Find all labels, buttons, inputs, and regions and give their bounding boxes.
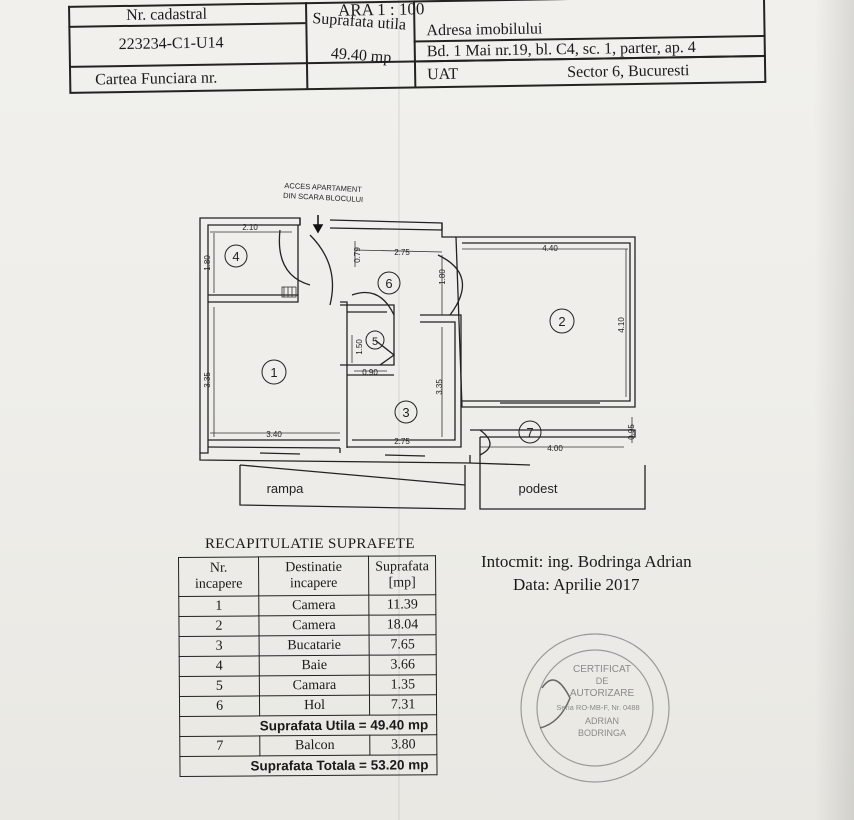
row-nr: 3 xyxy=(179,635,260,657)
row-area: 18.04 xyxy=(368,614,437,636)
room-number-7: 7 xyxy=(526,425,533,440)
col3-line2: [mp] xyxy=(388,575,416,591)
dimension-d275a: 2.75 xyxy=(394,248,410,257)
room-number-4: 4 xyxy=(232,249,239,264)
col1-line1: Nr. xyxy=(209,560,228,576)
totala-total: Suprafata Totala = 53.20 mp xyxy=(179,754,438,777)
col2-line2: incapere xyxy=(289,575,338,592)
row-dest: Camera xyxy=(258,595,369,616)
page-fold xyxy=(398,0,400,820)
dimension-d150: 1.50 xyxy=(355,339,364,355)
row-dest: Bucatarie xyxy=(259,635,370,656)
row-nr: 6 xyxy=(179,695,260,717)
nr-cadastral-label: Nr. cadastral xyxy=(126,5,208,24)
row-nr: 4 xyxy=(179,655,260,677)
row-area: 7.31 xyxy=(369,694,437,716)
nr-cadastral-value: 223234-C1-U14 xyxy=(118,34,224,54)
utila-total: Suprafata Utila = 49.40 mp xyxy=(179,714,437,737)
row-dest: Camara xyxy=(259,675,370,696)
dimension-d180a: 1.80 xyxy=(203,255,212,271)
recap-title: RECAPITULATIE SUPRAFETE xyxy=(205,536,415,552)
author-name: Intocmit: ing. Bodringa Adrian xyxy=(481,552,692,571)
col2-line1: Destinatie xyxy=(285,559,343,576)
podest-label: podest xyxy=(518,481,557,496)
uat-label: UAT xyxy=(427,65,459,84)
dimension-d440: 4.40 xyxy=(542,244,558,253)
totala-total-row: Suprafata Totala = 53.20 mp xyxy=(179,754,438,777)
adresa-label: Adresa imobilului xyxy=(426,20,543,40)
room-number-3: 3 xyxy=(402,405,409,420)
dimension-d410: 4.10 xyxy=(617,317,626,333)
row-area: 11.39 xyxy=(368,594,436,616)
stamp-l4: Seria RO-MB-F, Nr. 0488 xyxy=(556,703,639,712)
dimension-d079: 0.79 xyxy=(353,247,362,263)
authorization-stamp: CERTIFICAT DE AUTORIZARE Seria RO-MB-F, … xyxy=(520,633,670,783)
row-dest: Balcon xyxy=(259,735,370,756)
room-number-5: 5 xyxy=(372,336,378,348)
stamp-l3: AUTORIZARE xyxy=(570,688,635,699)
stamp-l5: ADRIAN xyxy=(585,716,619,726)
room-number-2: 2 xyxy=(558,314,565,329)
col1-line2: incapere xyxy=(194,576,243,592)
access-label-line1: ACCES APARTAMENT xyxy=(284,181,362,194)
dimension-d090: 0.90 xyxy=(362,368,378,377)
suprafata-utila-label: Suprafata utila xyxy=(311,9,407,34)
access-label-line2: DIN SCARA BLOCULUI xyxy=(283,191,363,204)
dimension-d095: 0.95 xyxy=(627,424,636,440)
row-dest: Camera xyxy=(258,615,370,636)
dimension-d340: 3.40 xyxy=(266,430,282,439)
stamp-l6: BODRINGA xyxy=(578,728,626,738)
row-dest: Hol xyxy=(259,695,370,716)
row-area: 3.80 xyxy=(369,734,437,756)
row-dest: Baie xyxy=(259,655,370,676)
row-nr: 5 xyxy=(179,675,260,697)
row-nr: 2 xyxy=(178,615,260,637)
dimension-d210: 2.10 xyxy=(242,223,258,232)
row-area: 7.65 xyxy=(369,634,437,656)
row-area: 3.66 xyxy=(369,654,437,676)
author-block: Intocmit: ing. Bodringa Adrian Data: Apr… xyxy=(481,550,692,596)
header-table: Nr. cadastral 223234-C1-U14 Cartea Funci… xyxy=(60,0,767,96)
stamp-l1: CERTIFICAT xyxy=(573,664,631,675)
dimension-d335a: 3.35 xyxy=(203,372,212,388)
row-nr: 7 xyxy=(179,735,260,757)
author-date: Data: Aprilie 2017 xyxy=(513,575,640,594)
uat-value: Sector 6, Bucuresti xyxy=(567,62,690,82)
room-number-6: 6 xyxy=(385,276,392,291)
dimension-d180b: 1.80 xyxy=(438,269,447,285)
row-nr: 1 xyxy=(178,595,259,617)
col3-line1: Suprafata xyxy=(375,559,429,575)
room-number-1: 1 xyxy=(270,365,277,380)
rampa-label: rampa xyxy=(267,481,305,496)
dimension-d335b: 3.35 xyxy=(435,379,444,395)
stamp-l2: DE xyxy=(596,676,609,686)
utila-total-row: Suprafata Utila = 49.40 mp xyxy=(179,714,437,737)
dimension-d400: 4.00 xyxy=(547,444,563,453)
cartea-funciara-label: Cartea Funciara nr. xyxy=(95,69,218,89)
suprafata-utila-value: 49.40 mp xyxy=(330,45,392,67)
dimension-d275b: 2.75 xyxy=(394,437,410,446)
row-area: 1.35 xyxy=(369,674,437,696)
